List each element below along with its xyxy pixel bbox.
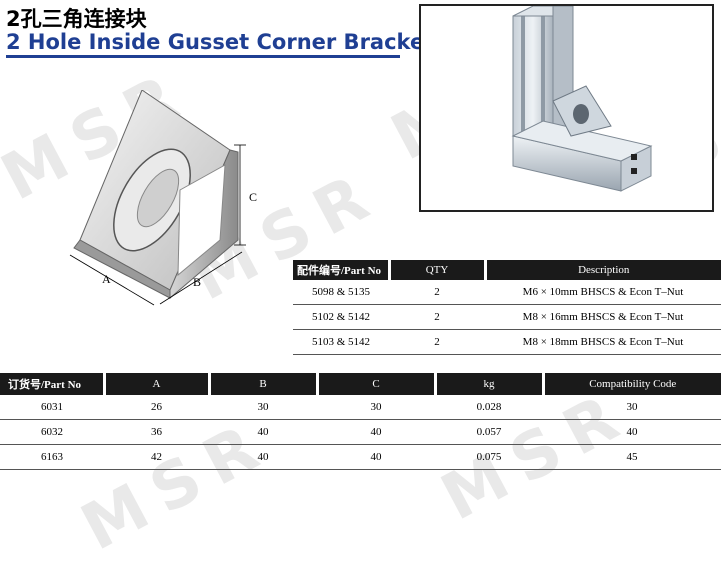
bracket-drawing [69, 90, 246, 306]
hardware-col-part-no: 配件编号/Part No [293, 260, 389, 280]
table-row: 6032 36 40 40 0.057 40 [0, 419, 721, 445]
page-title-chinese: 2孔三角连接块 [6, 7, 147, 31]
hardware-description: M8 × 16mm BHSCS & Econ T–Nut [485, 304, 721, 330]
spec-a: 26 [104, 395, 209, 420]
hardware-col-description: Description [483, 260, 721, 280]
spec-kg: 0.057 [435, 419, 543, 445]
spec-table: 订货号/Part No A B C kg Compatibility Code … [0, 373, 721, 470]
hardware-part-no: 5098 & 5135 [293, 280, 389, 305]
spec-a: 36 [104, 419, 209, 445]
hardware-description: M6 × 10mm BHSCS & Econ T–Nut [485, 280, 721, 305]
spec-part-no: 6163 [0, 444, 104, 470]
spec-c: 40 [317, 419, 435, 445]
hardware-table-header: 配件编号/Part No QTY Description [293, 260, 721, 280]
spec-col-compatibility: Compatibility Code [541, 373, 721, 395]
page-title-english: 2 Hole Inside Gusset Corner Bracket [6, 30, 435, 54]
spec-b: 40 [209, 444, 317, 470]
hardware-qty: 2 [389, 329, 485, 355]
spec-compatibility: 40 [543, 419, 721, 445]
hardware-part-no: 5103 & 5142 [293, 329, 389, 355]
spec-part-no: 6032 [0, 419, 104, 445]
spec-part-no: 6031 [0, 395, 104, 420]
table-row: 6163 42 40 40 0.075 45 [0, 444, 721, 470]
dimension-label-b: B [193, 275, 202, 289]
spec-compatibility: 45 [543, 444, 721, 470]
hardware-qty: 2 [389, 304, 485, 330]
spec-compatibility: 30 [543, 395, 721, 420]
hardware-table: 配件编号/Part No QTY Description 5098 & 5135… [293, 260, 721, 355]
product-photo [419, 4, 714, 212]
title-underline [6, 55, 400, 58]
spec-b: 30 [209, 395, 317, 420]
dimension-label-c: C [249, 190, 258, 204]
table-row: 5102 & 5142 2 M8 × 16mm BHSCS & Econ T–N… [293, 304, 721, 330]
spec-col-a: A [102, 373, 209, 395]
spec-a: 42 [104, 444, 209, 470]
spec-b: 40 [209, 419, 317, 445]
spec-kg: 0.075 [435, 444, 543, 470]
table-row: 5098 & 5135 2 M6 × 10mm BHSCS & Econ T–N… [293, 280, 721, 305]
spec-col-c: C [315, 373, 435, 395]
hardware-part-no: 5102 & 5142 [293, 304, 389, 330]
table-row: 6031 26 30 30 0.028 30 [0, 395, 721, 420]
spec-col-kg: kg [433, 373, 543, 395]
spec-c: 40 [317, 444, 435, 470]
hardware-qty: 2 [389, 280, 485, 305]
spec-col-b: B [207, 373, 317, 395]
spec-table-header: 订货号/Part No A B C kg Compatibility Code [0, 373, 721, 395]
dimension-label-a: A [102, 272, 111, 286]
hardware-description: M8 × 18mm BHSCS & Econ T–Nut [485, 329, 721, 355]
spec-c: 30 [317, 395, 435, 420]
table-row: 5103 & 5142 2 M8 × 18mm BHSCS & Econ T–N… [293, 329, 721, 355]
spec-col-part-no: 订货号/Part No [0, 373, 104, 395]
spec-kg: 0.028 [435, 395, 543, 420]
hardware-col-qty: QTY [387, 260, 485, 280]
